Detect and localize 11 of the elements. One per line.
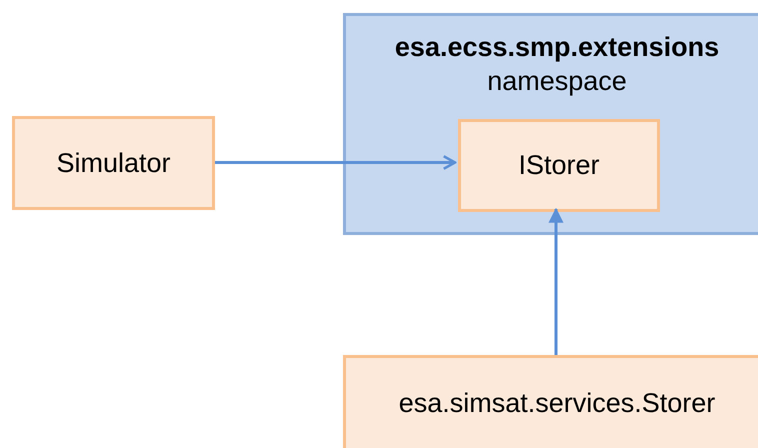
class-name: esa.simsat.services.Storer [398,386,716,420]
class-box [458,119,660,212]
class-name: IStorer [518,149,600,182]
class-name: Simulator [56,146,171,180]
namespace-label: namespace [487,65,627,98]
class-box [12,116,215,210]
namespace-box [343,13,758,235]
arrow [215,155,456,170]
namespace-title: esa.ecss.smp.extensions [394,31,720,64]
arrow [548,208,564,355]
class-box [343,355,758,448]
